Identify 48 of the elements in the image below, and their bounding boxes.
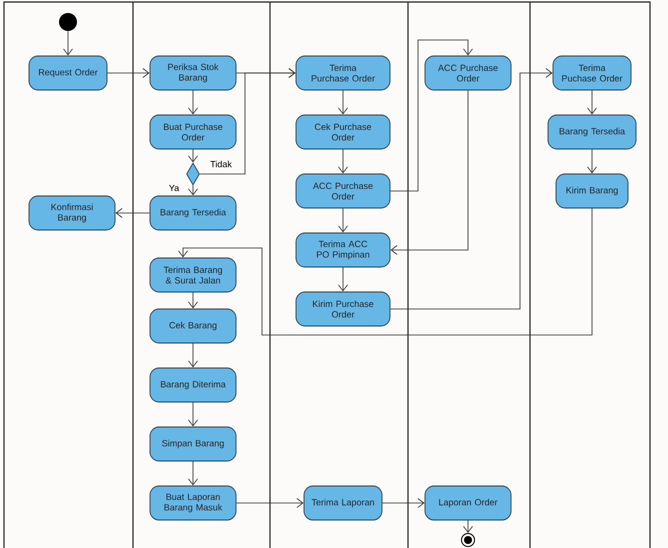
arrow	[390, 68, 553, 310]
arrow	[390, 40, 473, 192]
action-box: Periksa Stok Barang	[150, 56, 236, 90]
start-node	[59, 13, 77, 31]
action-box: Laporan Order	[424, 486, 512, 520]
action-box: Simpan Barang	[150, 426, 236, 462]
arrow	[236, 68, 296, 78]
action-box: ACC Purchase Order	[296, 174, 390, 208]
arrow	[338, 149, 348, 174]
arrow	[587, 149, 597, 174]
action-box: Request Order	[28, 56, 108, 90]
action-box: ACC Purchase Order	[424, 56, 512, 90]
action-box: Kirim Purchase Order	[296, 292, 390, 326]
arrow	[338, 267, 348, 292]
arrow	[188, 402, 198, 427]
action-box: Terima Purchase Order	[296, 56, 390, 90]
action-box: Kirim Barang	[556, 174, 628, 208]
arrow	[587, 90, 597, 115]
action-box: Terima Puchase Order	[552, 56, 632, 90]
arrow	[178, 208, 592, 336]
arrow	[188, 149, 198, 163]
arrow	[115, 208, 150, 218]
action-box: Cek Purchase Order	[296, 114, 390, 150]
arrow	[463, 520, 473, 533]
action-box: Buat Purchase Order	[150, 114, 236, 150]
arrow	[63, 30, 73, 56]
end-node	[461, 533, 475, 547]
arrow	[188, 185, 198, 196]
action-box: Konfirmasi Barang	[28, 196, 116, 230]
arrow	[236, 498, 304, 508]
action-box: Barang Diterima	[150, 368, 236, 402]
edge-label: Tidak	[209, 160, 233, 168]
action-box: Cek Barang	[150, 308, 236, 344]
arrow	[107, 68, 150, 78]
arrow	[188, 343, 198, 368]
arrow	[390, 90, 468, 255]
arrow	[188, 292, 198, 309]
arrow	[338, 208, 348, 233]
arrow	[188, 90, 198, 115]
action-box: Terima Barang & Surat Jalan	[150, 258, 236, 292]
arrow	[338, 90, 348, 115]
arrow	[188, 461, 198, 486]
action-box: Barang Tersedia	[548, 114, 636, 150]
action-box: Buat Laporan Barang Masuk	[150, 486, 236, 520]
action-box: Terima Laporan	[304, 486, 382, 520]
arrow	[382, 498, 425, 508]
action-box: Terima ACC PO Pimpinan	[296, 232, 390, 268]
action-box: Barang Tersedia	[150, 196, 236, 230]
